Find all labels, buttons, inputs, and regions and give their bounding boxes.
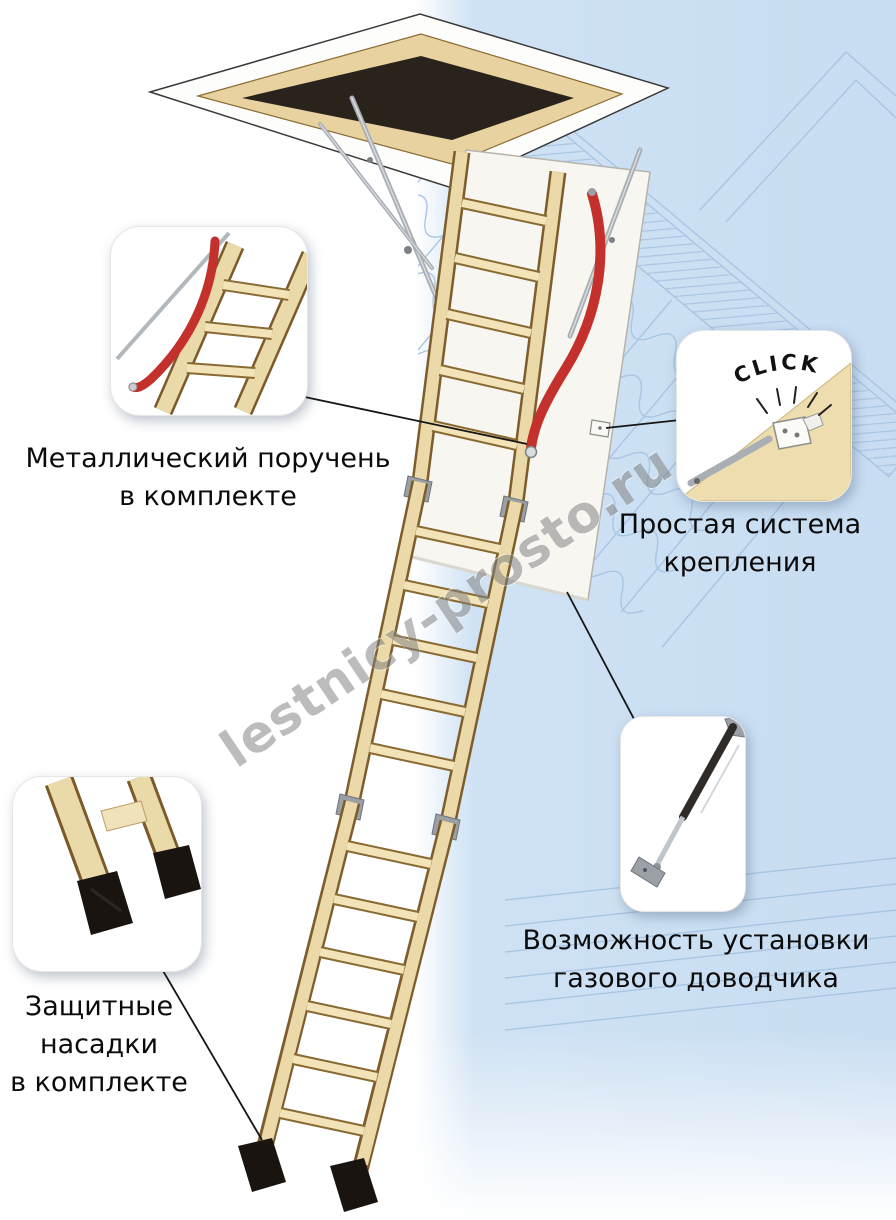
label-caps-line2: насадки [39, 1028, 159, 1060]
inset-click-drawing: CLICK [677, 350, 851, 501]
ladder-section-bottom [238, 799, 457, 1212]
inset-handrail-detail [110, 226, 308, 416]
inset-gas-drawing [630, 717, 745, 888]
callout-line-caps [151, 951, 263, 1141]
label-caps: Защитные насадки в комплекте [6, 988, 192, 1101]
label-handrail-line1: Металлический поручень [25, 443, 391, 474]
hinge-arm [687, 435, 773, 487]
fold-arms-left [318, 95, 449, 323]
gas-strut-piston [654, 815, 686, 867]
gas-strut-cylinder [679, 723, 737, 821]
inset-click-mounting: CLICK [676, 330, 852, 502]
inset-gas-strut [620, 716, 746, 912]
steps-bottom [278, 840, 433, 1137]
label-mounting-line2: крепления [663, 546, 817, 578]
handrail-red-detail [128, 236, 220, 393]
handrail-red [524, 188, 606, 459]
inset-handrail-drawing [115, 231, 307, 415]
label-handrail-line2: в комплекте [119, 480, 297, 512]
callout-line-gas [566, 591, 645, 739]
strut-bracket [630, 856, 666, 888]
label-gas: Возможность установки газового доводчика [500, 922, 892, 998]
callout-lines [151, 395, 681, 1141]
inset-feet-drawing [44, 777, 201, 935]
protective-feet-caps [238, 1138, 378, 1212]
click-text: CLICK [730, 350, 820, 388]
callout-line-mounting [605, 419, 681, 429]
bottom-fade [415, 1030, 896, 1220]
click-text-container: CLICK [730, 350, 823, 388]
label-mounting-line1: Простая система [618, 509, 862, 540]
click-ticks [756, 386, 832, 416]
lid-bracket [589, 419, 611, 438]
label-caps-line1: Защитные [24, 991, 174, 1022]
gable-lines [699, 51, 896, 223]
inset-feet-caps [12, 776, 202, 972]
mounting-plate [772, 416, 812, 450]
ladder-section-middle [343, 480, 525, 824]
hatch-opening [147, 13, 671, 189]
ladder-section-top [411, 150, 567, 504]
label-gas-line2: газового доводчика [553, 962, 839, 994]
steps-top [431, 197, 548, 451]
steps-middle [368, 525, 502, 772]
foot-cap-front [77, 871, 133, 935]
wood-plank [677, 362, 851, 501]
step-end [100, 800, 148, 832]
label-caps-line3: в комплекте [10, 1066, 188, 1098]
foot-cap-back [153, 845, 201, 899]
label-handrail: Металлический поручень в комплекте [12, 440, 404, 516]
label-gas-line1: Возможность установки [522, 925, 870, 956]
label-mounting: Простая система крепления [592, 506, 888, 582]
callout-line-handrail [299, 395, 528, 445]
